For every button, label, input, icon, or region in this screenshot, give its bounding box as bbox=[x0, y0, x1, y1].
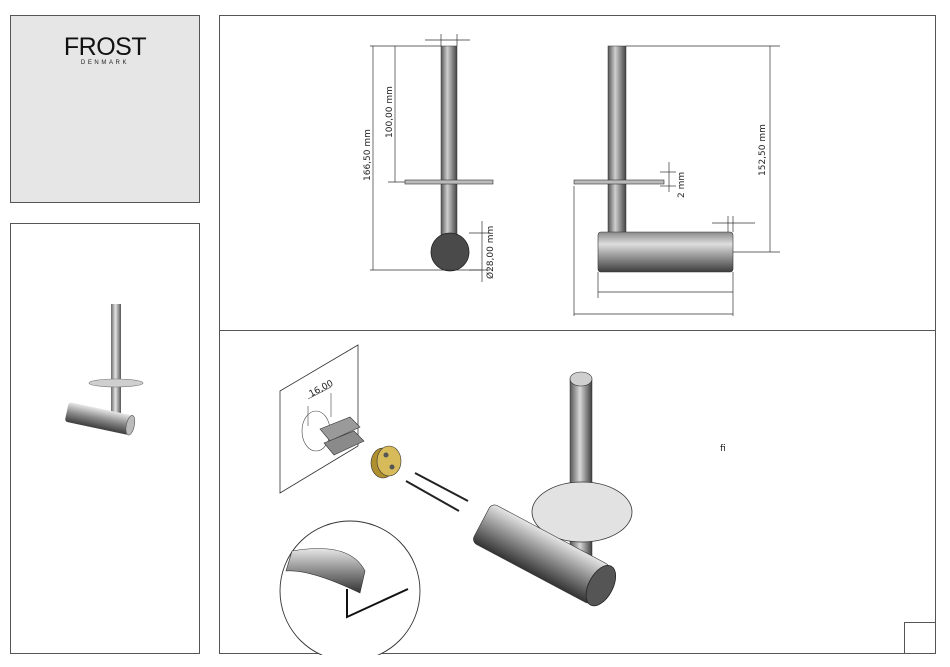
vertical-rod bbox=[111, 304, 121, 419]
technical-drawing-panel: 166,50 mm 100,00 mm Ø28,00 mm bbox=[219, 15, 936, 331]
dim-diameter: Ø28,00 mm bbox=[485, 226, 496, 279]
installation-panel: 16,00 bbox=[219, 330, 936, 654]
logo-panel: FROST DENMARK bbox=[10, 15, 200, 203]
installation-drawing: 16,00 bbox=[220, 331, 937, 655]
brass-mount bbox=[371, 446, 401, 478]
front-view: 166,50 mm 100,00 mm Ø28,00 mm bbox=[363, 34, 496, 282]
dim-side-height: 152,50 mm bbox=[758, 124, 768, 176]
holder-assembly bbox=[471, 372, 632, 611]
page-corner-box bbox=[904, 622, 935, 653]
disc-plate bbox=[89, 379, 143, 387]
product-render bbox=[11, 224, 201, 655]
dim-plate-thickness: 2 mm bbox=[677, 172, 687, 198]
product-render-panel bbox=[10, 223, 200, 654]
screw-icon bbox=[406, 473, 468, 511]
horizontal-holder bbox=[65, 402, 137, 436]
dimension-drawing: 166,50 mm 100,00 mm Ø28,00 mm bbox=[220, 16, 937, 332]
brand-logo: FROST bbox=[11, 33, 199, 62]
detail-callout bbox=[280, 521, 420, 655]
side-view: 152,50 mm 2 mm bbox=[574, 46, 780, 316]
note-character: ﬁ bbox=[720, 444, 726, 454]
brand-sub: DENMARK bbox=[11, 60, 199, 66]
dim-upper-height: 100,00 mm bbox=[385, 86, 395, 138]
dim-total-height: 166,50 mm bbox=[363, 129, 373, 181]
